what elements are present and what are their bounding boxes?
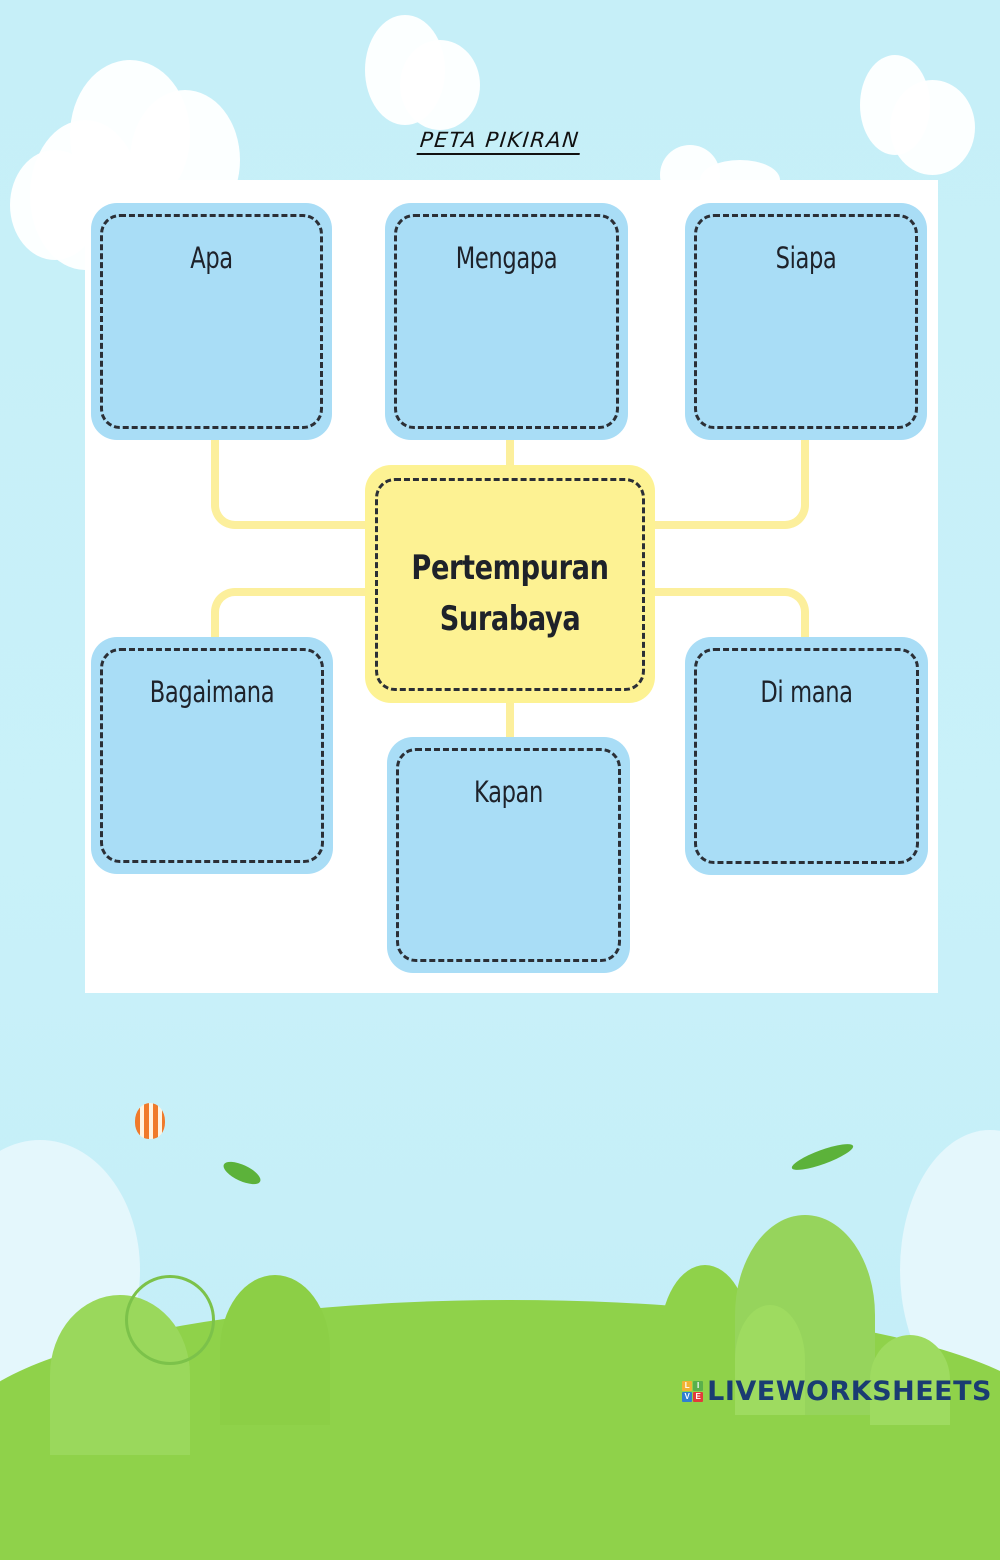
logo-tile: V: [682, 1392, 693, 1402]
question-box-siapa[interactable]: Siapa: [685, 203, 927, 440]
ferris-wheel-icon: [125, 1275, 215, 1365]
question-box-kapan[interactable]: Kapan: [387, 737, 630, 973]
question-box-di-mana[interactable]: Di mana: [685, 637, 928, 875]
hot-air-balloon-icon: [135, 1103, 165, 1139]
central-topic-box: Pertempuran Surabaya: [365, 465, 655, 703]
liveworksheets-logo: L I V E LIVEWORKSHEETS: [682, 1376, 992, 1407]
dashed-border: [396, 748, 621, 962]
dashed-border: [375, 478, 645, 691]
box-label: Bagaimana: [149, 675, 275, 709]
central-topic-line1: Pertempuran: [411, 548, 609, 588]
box-label: Apa: [190, 241, 233, 275]
box-label: Mengapa: [455, 241, 558, 275]
central-topic-line2: Surabaya: [439, 599, 581, 639]
box-label: Di mana: [760, 675, 853, 709]
question-box-apa[interactable]: Apa: [91, 203, 332, 440]
box-label: Kapan: [474, 775, 543, 809]
logo-tile: E: [693, 1392, 704, 1402]
dashed-border: [100, 648, 324, 863]
dashed-border: [694, 648, 919, 864]
dashed-border: [694, 214, 918, 429]
leaf-icon: [789, 1139, 856, 1175]
question-box-mengapa[interactable]: Mengapa: [385, 203, 628, 440]
question-box-bagaimana[interactable]: Bagaimana: [91, 637, 333, 874]
title-text: PETA PIKIRAN: [416, 128, 584, 155]
logo-text: LIVEWORKSHEETS: [707, 1376, 992, 1407]
leaf-icon: [220, 1157, 264, 1189]
logo-tile: I: [693, 1381, 704, 1391]
worksheet-title: PETA PIKIRAN: [0, 128, 1000, 155]
dashed-border: [100, 214, 323, 429]
logo-tile: L: [682, 1381, 693, 1391]
logo-tiles: L I V E: [682, 1381, 704, 1402]
box-label: Siapa: [775, 241, 837, 275]
central-topic-label: Pertempuran Surabaya: [394, 543, 626, 645]
dashed-border: [394, 214, 619, 429]
